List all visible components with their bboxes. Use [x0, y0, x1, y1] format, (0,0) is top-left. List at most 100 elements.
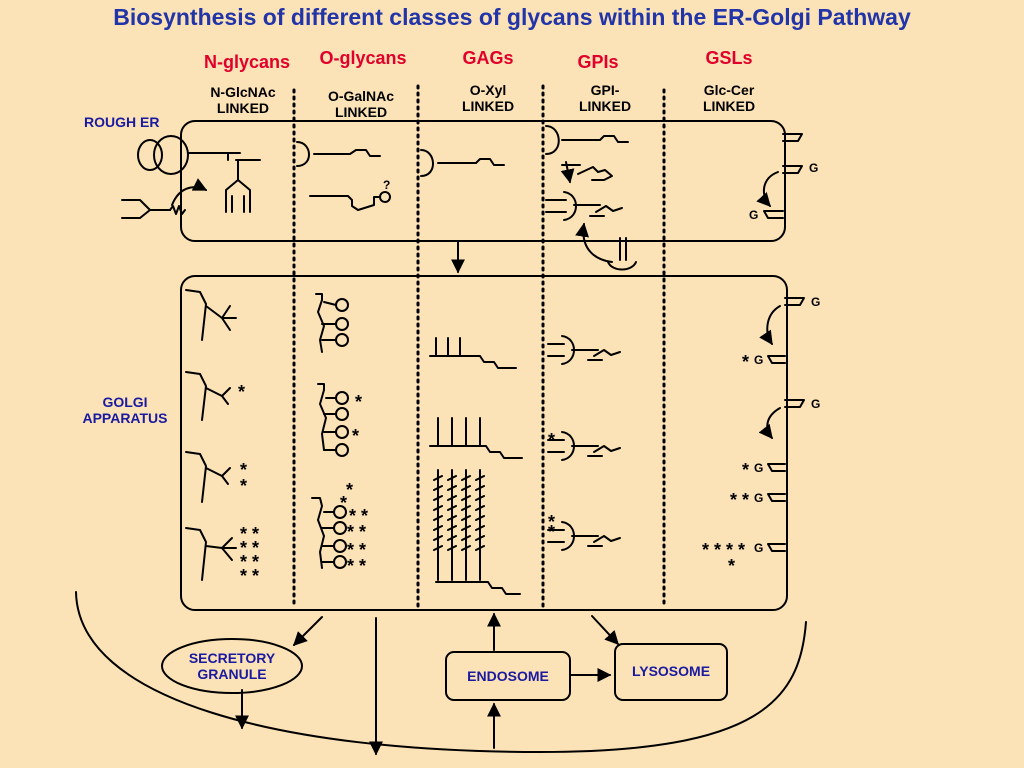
glucose-label: G: [754, 541, 764, 555]
modification-star: *: [240, 566, 249, 586]
n-glycan-precursor: [225, 159, 251, 213]
modification-star: *: [252, 552, 261, 572]
linkage-o-galnac: O-GalNAc LINKED: [328, 88, 394, 120]
plasma-membrane: [75, 591, 807, 753]
modification-star: *: [252, 524, 261, 544]
modification-star: *: [349, 506, 358, 526]
golgi-line-2: APPARATUS: [82, 410, 168, 426]
golgi-to-lysosome-arrow: [591, 615, 619, 646]
secretory-line-1: SECRETORY: [188, 650, 276, 666]
modification-star: *: [240, 552, 249, 572]
lysosome: [614, 643, 728, 701]
golgi-compartment: [180, 275, 788, 611]
golgi-line-1: GOLGI: [102, 394, 148, 410]
modification-star: *: [359, 540, 368, 560]
modification-star: *: [742, 490, 751, 510]
column-separators: [292, 84, 666, 610]
modification-star: *: [714, 540, 723, 560]
modification-star: *: [355, 392, 364, 412]
linkage-line-1: N-GlcNAc: [210, 84, 276, 100]
golgi-o-glycans: [311, 293, 349, 569]
ribosome-small: [137, 139, 163, 171]
class-label-n-glycans: N-glycans: [203, 52, 291, 72]
endosome: [445, 651, 571, 701]
linkage-line-1: O-GalNAc: [327, 88, 395, 104]
linkage-line-2: LINKED: [216, 100, 270, 116]
modification-star: *: [347, 522, 356, 542]
o-glycan-peptide-1: [313, 149, 381, 157]
class-label-gsls: GSLs: [705, 48, 753, 68]
gsl-ceramide-3: [763, 210, 784, 219]
lipid-precursor: [121, 199, 171, 219]
gsl-ceramide-1: [782, 133, 803, 142]
ribosome-large: [153, 135, 189, 175]
linkage-line-2: LINKED: [334, 104, 388, 120]
modification-star: *: [742, 352, 751, 372]
rough-er-compartment: [180, 120, 786, 242]
modification-star: *: [726, 540, 735, 560]
linkage-line-2: LINKED: [461, 98, 515, 114]
modification-star: *: [252, 566, 261, 586]
galnac-residue: [379, 191, 391, 203]
linkage-n-glcnac: N-GlcNAc LINKED: [210, 84, 275, 116]
o-glycan-peptide-2: [309, 195, 381, 211]
class-label-gags: GAGs: [462, 48, 514, 68]
linkage-o-xyl: O-Xyl LINKED: [462, 82, 514, 114]
linkage-line-1: O-Xyl: [469, 82, 507, 98]
gpi-anchor-1: [577, 166, 613, 181]
gsl-ceramide-2: [782, 165, 803, 174]
secretory-granule-label: SECRETORY GRANULE: [162, 650, 302, 682]
gpi-transfer-arrow: [560, 161, 575, 184]
glucose-label: G: [749, 208, 759, 222]
diagram-title: Biosynthesis of different classes of gly…: [113, 4, 911, 30]
secretory-granule: [161, 638, 303, 694]
glucose-label: G: [811, 295, 821, 309]
golgi-gags: [429, 337, 523, 595]
modification-star: *: [352, 426, 361, 446]
rough-er-label: ROUGH ER: [84, 114, 160, 130]
gpi-peptide-1: [561, 135, 629, 143]
modification-star: *: [548, 512, 557, 532]
linkage-line-2: LINKED: [702, 98, 756, 114]
modification-star: *: [361, 506, 370, 526]
modification-star: *: [548, 430, 557, 450]
dolichol-phosphate: [169, 205, 186, 215]
modification-star: *: [728, 556, 737, 576]
glucose-label: G: [754, 491, 764, 505]
ribosome-membrane-gag: [420, 149, 434, 177]
golgi-n-glycans: [185, 289, 237, 581]
gpi-precursor-arrow: [575, 222, 613, 263]
modification-star: *: [347, 556, 356, 576]
gag-peptide: [437, 158, 505, 166]
linkage-gpi: GPI- LINKED: [579, 82, 631, 114]
gpi-membrane-2: [545, 191, 577, 221]
glucose-label: G: [811, 397, 821, 411]
modification-star: *: [730, 490, 739, 510]
ribosome-membrane-o: [296, 141, 310, 167]
oligosaccharide-transfer-arrow: [171, 178, 208, 206]
gsl-glucose-arrow: [756, 171, 779, 208]
modification-star: *: [347, 540, 356, 560]
modification-star: *: [240, 538, 249, 558]
gpi-membrane: [545, 125, 560, 155]
gpi-precursor: [607, 237, 637, 271]
question-mark: ?: [383, 178, 391, 192]
modification-star: *: [738, 540, 747, 560]
class-label-gpis: GPIs: [577, 52, 619, 72]
golgi-apparatus-label: GOLGI APPARATUS: [72, 394, 178, 426]
glucose-label: G: [809, 161, 819, 175]
linkage-glc-cer: Glc-Cer LINKED: [703, 82, 755, 114]
endosome-label: ENDOSOME: [467, 668, 549, 684]
glucose-label: G: [754, 353, 764, 367]
modification-star: *: [702, 540, 711, 560]
modification-star: *: [238, 382, 247, 402]
modification-star: *: [240, 476, 249, 496]
modification-star: *: [340, 493, 349, 513]
modification-star: *: [359, 556, 368, 576]
golgi-gsls: [758, 297, 805, 552]
golgi-gpis: [547, 335, 621, 551]
lysosome-label: LYSOSOME: [631, 663, 711, 679]
linkage-line-1: GPI-: [590, 82, 620, 98]
class-label-o-glycans: O-glycans: [319, 48, 407, 68]
